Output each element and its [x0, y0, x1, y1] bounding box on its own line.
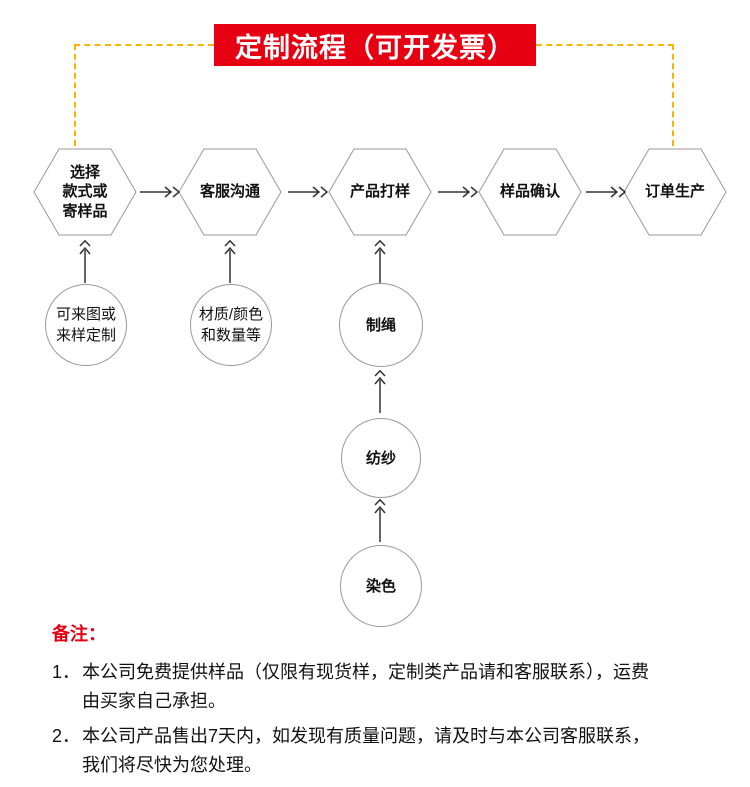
arrow-right-icon	[437, 185, 479, 199]
hexagon-step-customer-service: 客服沟通	[178, 148, 282, 236]
arrow-up-icon	[223, 239, 237, 283]
note-number: 2．	[52, 726, 81, 747]
note-item: 1． 本公司免费提供样品（仅限有现货样，定制类产品请和客服联系），运费 由买家自…	[52, 658, 712, 716]
arrow-right-icon	[585, 185, 627, 199]
hexagon-step-sample-confirm: 样品确认	[478, 148, 582, 236]
notes-heading: 备注：	[52, 624, 106, 644]
notes-section: 备注： 1． 本公司免费提供样品（仅限有现货样，定制类产品请和客服联系），运费 …	[52, 620, 712, 787]
arrow-up-icon	[373, 369, 387, 414]
dashed-line-right-vertical	[672, 44, 674, 146]
hexagon-label: 产品打样	[349, 183, 410, 201]
circle-node-material: 材质/颜色 和数量等	[190, 284, 272, 366]
circle-node-dyeing: 染色	[340, 545, 422, 627]
dashed-line-left-horizontal	[74, 44, 214, 46]
hexagon-shape	[623, 148, 727, 236]
hexagon-step-product-sample: 产品打样	[328, 148, 432, 236]
arrow-up-icon	[373, 239, 387, 283]
note-text: 本公司免费提供样品（仅限有现货样，定制类产品请和客服联系），运费 由买家自己承担…	[82, 662, 649, 712]
hexagon-step-select-style: 选择 款式或 寄样品	[33, 148, 137, 236]
dashed-line-right-horizontal	[536, 44, 674, 46]
circle-node-rope-making: 制绳	[339, 283, 423, 367]
arrow-up-icon	[78, 239, 92, 283]
circle-node-artwork: 可来图或 来样定制	[45, 284, 127, 366]
hexagon-shape	[328, 148, 432, 236]
hexagon-step-order-production: 订单生产	[623, 148, 727, 236]
hexagon-label: 客服沟通	[199, 183, 260, 201]
arrow-up-icon	[373, 498, 387, 543]
note-number: 1．	[52, 662, 81, 682]
arrow-right-icon	[287, 185, 329, 199]
hexagon-shape	[178, 148, 282, 236]
note-item: 2． 本公司产品售出7天内，如发现有质量问题，请及时与本公司客服联系， 我们将尽…	[52, 722, 712, 780]
note-text: 本公司产品售出7天内，如发现有质量问题，请及时与本公司客服联系， 我们将尽快为您…	[82, 726, 651, 776]
hexagon-label: 选择 款式或 寄样品	[62, 163, 108, 220]
hexagon-shape	[478, 148, 582, 236]
hexagon-label: 样品确认	[499, 183, 560, 201]
arrow-right-icon	[139, 185, 181, 199]
hexagon-label: 订单生产	[644, 183, 705, 201]
dashed-line-left-vertical	[74, 44, 76, 146]
hexagon-shape	[33, 148, 137, 236]
circle-node-spinning: 纺纱	[341, 418, 421, 498]
banner-title: 定制流程（可开发票）	[214, 24, 536, 66]
custom-process-diagram: 定制流程（可开发票） 选择 款式或 寄样品 客服沟通 产品打样 样品确认 订单生…	[33, 24, 727, 775]
